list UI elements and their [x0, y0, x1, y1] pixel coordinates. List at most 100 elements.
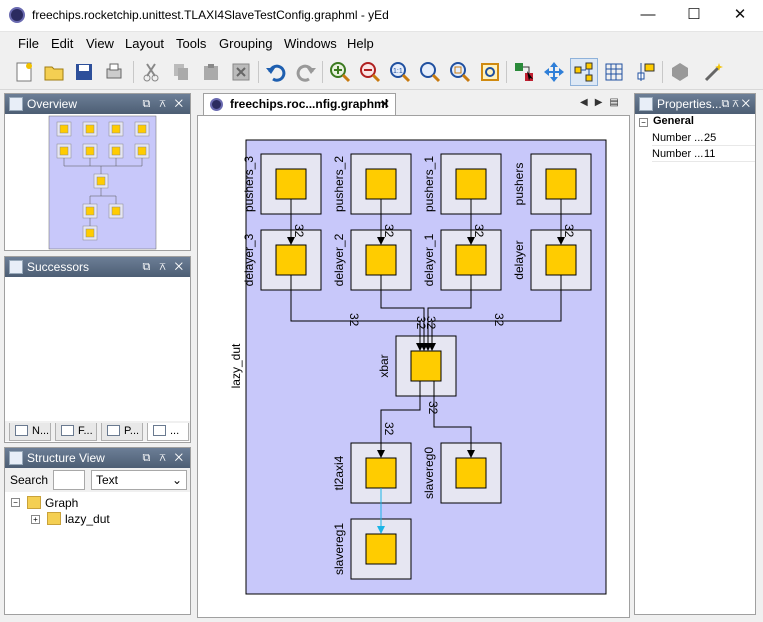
- node-xbar[interactable]: [395, 335, 457, 397]
- property-row[interactable]: Number ... 11: [652, 146, 755, 162]
- tab-navigation-icons[interactable]: ◀▶▤: [580, 97, 626, 108]
- open-folder-icon[interactable]: [40, 58, 68, 86]
- paste-icon[interactable]: [197, 58, 225, 86]
- property-value: 25: [704, 132, 717, 144]
- minimize-button[interactable]: —: [640, 6, 656, 23]
- redo-icon[interactable]: [292, 58, 320, 86]
- zoom-actual-icon[interactable]: 1:1: [386, 58, 414, 86]
- overview-header: Overview ⧉ ⊼ ✕: [5, 94, 190, 114]
- label-delayer-2: delayer_2: [332, 233, 346, 286]
- label-slavereg1: slavereg1: [332, 523, 346, 575]
- edge-xbar-tl2axi4: [377, 381, 421, 458]
- print-icon[interactable]: [100, 58, 128, 86]
- copy-icon[interactable]: [167, 58, 195, 86]
- window-title: freechips.rocketchip.unittest.TLAXI4Slav…: [32, 8, 389, 22]
- edge-label: 32: [382, 224, 396, 238]
- tree-label-graph: Graph: [45, 496, 79, 510]
- label-pushers-1: pushers_1: [422, 156, 436, 212]
- cut-icon[interactable]: [137, 58, 165, 86]
- overview-thumbnail[interactable]: [5, 114, 190, 250]
- menu-tools[interactable]: Tools: [176, 36, 207, 51]
- yed-app-icon: [9, 7, 25, 23]
- edit-mode-icon[interactable]: [510, 58, 538, 86]
- property-row[interactable]: Number ... 25: [652, 130, 755, 146]
- tab-filter[interactable]: F...: [55, 423, 97, 441]
- structure-view-panel: Structure View ⧉ ⊼ ✕ Search Text⌄ − Grap…: [4, 447, 191, 615]
- group-label: lazy_dut: [229, 343, 243, 388]
- menu-grouping[interactable]: Grouping: [219, 36, 273, 51]
- group-icon[interactable]: [666, 58, 694, 86]
- zoom-in-icon[interactable]: [326, 58, 354, 86]
- yed-document-icon: [210, 98, 223, 111]
- general-section: General: [653, 115, 694, 127]
- panel-controls[interactable]: ⧉ ⊼ ✕: [142, 452, 186, 464]
- maximize-button[interactable]: ☐: [687, 6, 701, 23]
- folder-icon: [27, 496, 41, 509]
- edge-label: 32: [426, 401, 440, 415]
- undo-icon[interactable]: [262, 58, 290, 86]
- magic-wand-icon[interactable]: [700, 58, 728, 86]
- close-tab-icon[interactable]: ✕: [379, 97, 390, 111]
- successors-title: Successors: [27, 260, 90, 274]
- property-name: Number ...: [652, 148, 704, 160]
- new-document-icon[interactable]: [10, 58, 38, 86]
- chevron-down-icon: ⌄: [171, 473, 182, 487]
- save-icon[interactable]: [70, 58, 98, 86]
- search-mode-select[interactable]: Text⌄: [91, 470, 187, 490]
- menu-layout[interactable]: Layout: [125, 36, 165, 51]
- snap-lines-icon[interactable]: [632, 58, 660, 86]
- zoom-area-icon[interactable]: [446, 58, 474, 86]
- menu-view[interactable]: View: [86, 36, 114, 51]
- menu-help[interactable]: Help: [347, 36, 374, 51]
- search-label: Search: [10, 473, 49, 487]
- navigate-mode-icon[interactable]: [540, 58, 568, 86]
- successors-panel-icon: [9, 260, 23, 274]
- properties-panel: Properties... ⧉⊼✕ − General Number ... 2…: [634, 93, 756, 615]
- graph-diagram[interactable]: lazy_dut pushers_3 pushers_2 pushers_1 p…: [198, 116, 629, 617]
- properties-header: Properties... ⧉⊼✕: [635, 94, 755, 114]
- label-delayer: delayer: [512, 240, 526, 279]
- menu-file[interactable]: File: [18, 36, 39, 51]
- grid-icon[interactable]: [600, 58, 628, 86]
- active-mode-icon[interactable]: [570, 58, 598, 86]
- svg-text:1:1: 1:1: [393, 68, 403, 75]
- property-name: Number ...: [652, 132, 704, 144]
- collapse-general-icon[interactable]: −: [639, 118, 648, 127]
- document-tab[interactable]: freechips.roc...nfig.graphml * ✕: [203, 93, 396, 132]
- label-delayer-3: delayer_3: [242, 233, 256, 286]
- label-xbar: xbar: [377, 354, 391, 377]
- label-pushers: pushers: [512, 163, 526, 206]
- search-input[interactable]: [53, 470, 85, 490]
- successors-header: Successors ⧉ ⊼ ✕: [5, 257, 190, 277]
- close-button[interactable]: ✕: [733, 6, 747, 23]
- successors-panel: Successors ⧉ ⊼ ✕ N... F... P... ...: [4, 256, 191, 443]
- fit-content-icon[interactable]: [476, 58, 504, 86]
- node-pushers-3[interactable]: [260, 153, 322, 215]
- panel-controls[interactable]: ⧉⊼✕: [721, 98, 753, 110]
- label-pushers-3: pushers_3: [242, 156, 256, 212]
- overview-panel: Overview ⧉ ⊼ ✕: [4, 93, 191, 251]
- graph-canvas[interactable]: lazy_dut pushers_3 pushers_2 pushers_1 p…: [197, 115, 630, 618]
- tab-neighborhood[interactable]: N...: [9, 423, 51, 441]
- edge-label: 32: [347, 313, 361, 327]
- panel-controls[interactable]: ⧉ ⊼ ✕: [142, 261, 186, 273]
- menu-edit[interactable]: Edit: [51, 36, 74, 51]
- successors-tabs: N... F... P... ...: [5, 421, 190, 441]
- edge-label: 32: [562, 224, 576, 238]
- panel-controls[interactable]: ⧉ ⊼ ✕: [142, 98, 186, 110]
- label-delayer-1: delayer_1: [422, 233, 436, 286]
- collapse-icon[interactable]: −: [11, 498, 20, 507]
- expand-icon[interactable]: +: [31, 515, 40, 524]
- edge-label: 32: [292, 224, 306, 238]
- delete-icon[interactable]: [227, 58, 255, 86]
- edge-xbar-slavereg0: [433, 381, 475, 458]
- property-value: 11: [704, 148, 716, 160]
- properties-panel-icon: [639, 97, 653, 111]
- tab-predecessors[interactable]: P...: [101, 423, 143, 441]
- tab-successors[interactable]: ...: [147, 423, 189, 441]
- edge-label: 32: [424, 316, 438, 330]
- title-bar: freechips.rocketchip.unittest.TLAXI4Slav…: [0, 0, 763, 32]
- menu-windows[interactable]: Windows: [284, 36, 337, 51]
- zoom-fit-icon[interactable]: [416, 58, 444, 86]
- zoom-out-icon[interactable]: [356, 58, 384, 86]
